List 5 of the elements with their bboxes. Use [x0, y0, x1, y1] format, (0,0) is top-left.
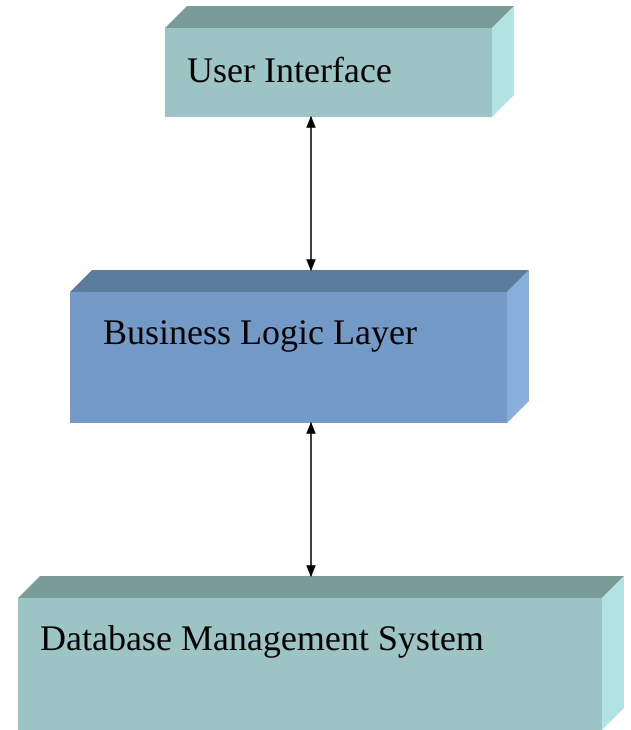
- block-label: Business Logic Layer: [103, 314, 417, 350]
- block-label: User Interface: [187, 52, 392, 88]
- double-arrow: [306, 422, 316, 578]
- block-label: Database Management System: [40, 620, 484, 656]
- double-arrow: [306, 116, 316, 272]
